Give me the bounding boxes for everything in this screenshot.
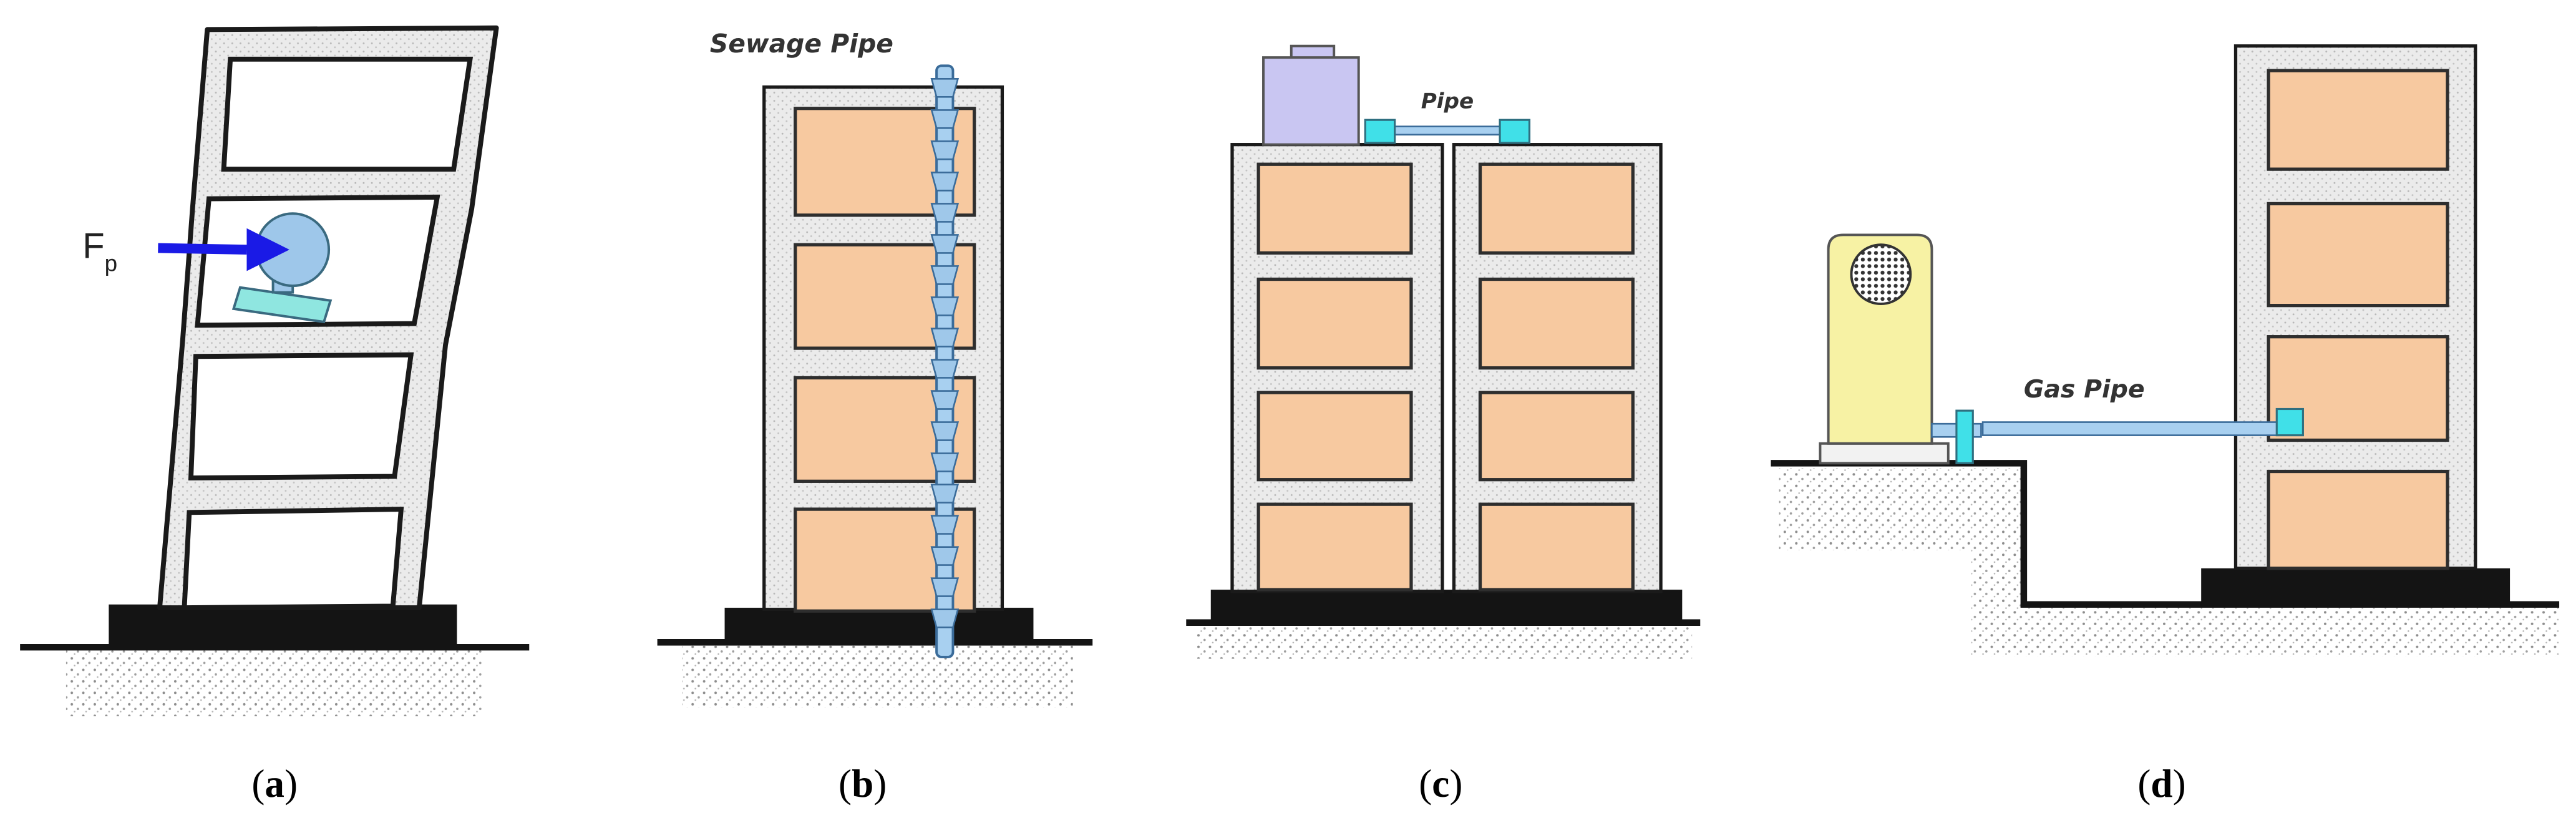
room (1478, 502, 1635, 592)
foundation (109, 604, 457, 648)
room (1478, 391, 1635, 482)
room (1256, 277, 1413, 370)
foundation (2201, 568, 2510, 605)
pipe-joint (930, 78, 960, 98)
pipe-joint (930, 172, 960, 192)
pipe-joints (930, 78, 960, 628)
foundation (724, 608, 1034, 644)
frame-opening-1 (221, 56, 474, 172)
room (1478, 277, 1635, 370)
frame-opening-3 (188, 352, 414, 481)
pipe-joint (930, 421, 960, 441)
fan-grille-icon (1850, 243, 1912, 305)
pipe-joint (930, 484, 960, 504)
pipe-joint (930, 546, 960, 566)
caption-a: (a) (251, 762, 298, 806)
panel-b: Sewage Pipe (657, 29, 1093, 708)
force-label: Fp (82, 226, 117, 276)
gas-generator-icon (1819, 233, 1950, 465)
gas-pipe (1931, 407, 2304, 464)
caption-d: (d) (2137, 762, 2185, 806)
soil (66, 650, 484, 716)
pipe-joint (930, 515, 960, 535)
pipe-label: Pipe (1421, 89, 1474, 114)
pipe-joint (930, 140, 960, 160)
pipe-joint (930, 390, 960, 410)
pipe-joint (930, 359, 960, 379)
pipe-joint (930, 203, 960, 223)
room (2267, 202, 2449, 308)
soil (1779, 468, 2560, 658)
rotating-equipment-icon (231, 212, 333, 324)
pipe-joint (930, 265, 960, 285)
room (1478, 162, 1635, 255)
room (1256, 391, 1413, 482)
sewage-pipe (930, 64, 960, 658)
pipe-joint (930, 234, 960, 254)
frame-opening-4 (182, 507, 404, 611)
pipe-joint (930, 109, 960, 129)
soil (682, 645, 1073, 708)
pipe-joint (930, 577, 960, 597)
room (2267, 469, 2449, 570)
room (1256, 502, 1413, 592)
panel-d: Gas Pipe (1771, 44, 2560, 658)
soil (1196, 625, 1693, 659)
room (2267, 69, 2449, 171)
pipe-joint (930, 296, 960, 316)
panel-c: Pipe (1186, 44, 1701, 659)
pipe-joint (930, 452, 960, 472)
gas-pipe-label: Gas Pipe (2024, 375, 2145, 404)
caption-b: (b) (838, 762, 887, 806)
foundation (1210, 590, 1683, 623)
roof-pipe (1364, 119, 1531, 144)
force-arrow-icon (158, 228, 289, 271)
room (1256, 162, 1413, 255)
panel-a: Fp (20, 25, 530, 716)
caption-c: (c) (1419, 762, 1462, 806)
sewage-pipe-label: Sewage Pipe (710, 29, 893, 59)
pipe-joint (930, 608, 960, 628)
water-tank-icon (1262, 44, 1360, 146)
pipe-joint (930, 328, 960, 348)
